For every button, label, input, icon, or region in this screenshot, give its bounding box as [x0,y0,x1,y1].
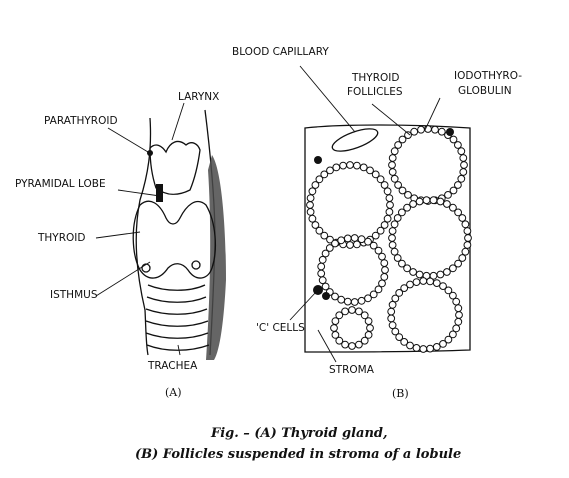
follicle-group [306,125,472,353]
thyroid-follicle [317,234,389,306]
lobule-boundary [304,124,471,353]
parathyroid-gland-upper [147,150,153,156]
label-iodothyroglobulin-line2: GLOBULIN [458,85,512,97]
thyroid-follicle [330,306,374,350]
panel-a-sublabel: (A) [165,386,182,399]
parathyroid-gland-2 [191,260,201,270]
label-stroma: STROMA [329,364,375,376]
label-isthmus: ISTHMUS [50,289,98,301]
trachea-rings [145,284,210,351]
label-thyroid: THYROID [37,232,85,244]
thyroid-follicle [388,125,468,205]
c-cell-2 [322,292,330,300]
thyroid-follicle [387,277,463,353]
parathyroid-gland-1 [141,263,151,273]
panel-b-sublabel: (B) [392,387,409,400]
esophagus-shade [206,155,226,360]
thyroid-lobes [132,200,216,279]
c-cell-4 [314,156,322,164]
larynx-outline [135,117,152,356]
label-thyroid-follicles-line2: FOLLICLES [347,86,403,98]
label-iodothyroglobulin-line1: IODOTHYRO- [454,70,522,82]
caption-line-2: (B) Follicles suspended in stroma of a l… [135,447,461,462]
blood-capillary [331,128,379,152]
label-pyramidal-lobe: PYRAMIDAL LOBE [15,178,106,190]
panel-b-follicles: BLOOD CAPILLARY THYROID FOLLICLES IODOTH… [232,46,522,400]
c-cell-3 [446,128,454,136]
caption-line-1: Fig. – (A) Thyroid gland, [210,426,388,441]
label-trachea: TRACHEA [147,360,198,372]
pyramidal-lobe-mark [156,184,163,202]
label-blood-capillary: BLOOD CAPILLARY [232,46,329,58]
thyroid-follicle [388,196,472,280]
label-parathyroid: PARATHYROID [44,115,118,127]
label-thyroid-follicles-line1: THYROID [351,72,399,84]
label-larynx: LARYNX [178,91,219,103]
panel-a-thyroid-gland: LARYNX PARATHYROID PYRAMIDAL LOBE THYROI… [15,91,226,399]
label-c-cells: 'C' CELLS [256,322,305,334]
